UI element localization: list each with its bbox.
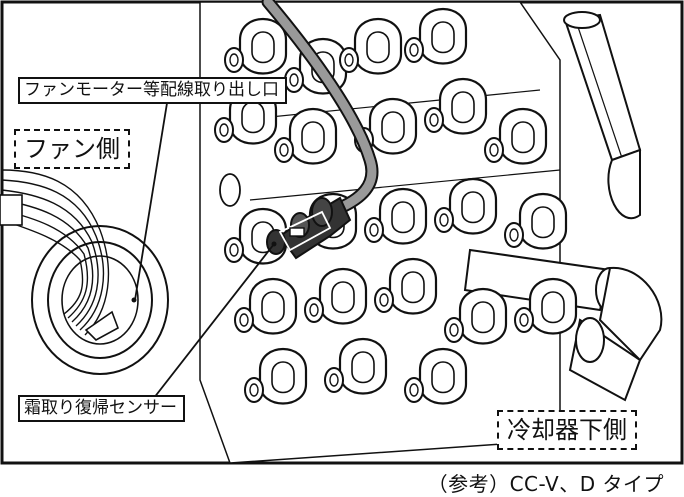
illustration-frame [0, 0, 684, 465]
fan-side-label: ファン側 [14, 129, 130, 169]
wiring-outlet-label: ファンモーター等配線取り出し口 [18, 77, 287, 104]
sensor-label: 霜取り復帰センサー [18, 395, 185, 422]
sensor-leader-line [149, 243, 275, 404]
figure-caption: （参考）CC-V、D タイプ [427, 472, 664, 496]
cooler-bottom-label: 冷却器下側 [497, 410, 637, 450]
sensor-body [266, 196, 352, 260]
cooler-line-drawing [0, 0, 684, 465]
wiring-outlet-leader-line [134, 96, 169, 301]
